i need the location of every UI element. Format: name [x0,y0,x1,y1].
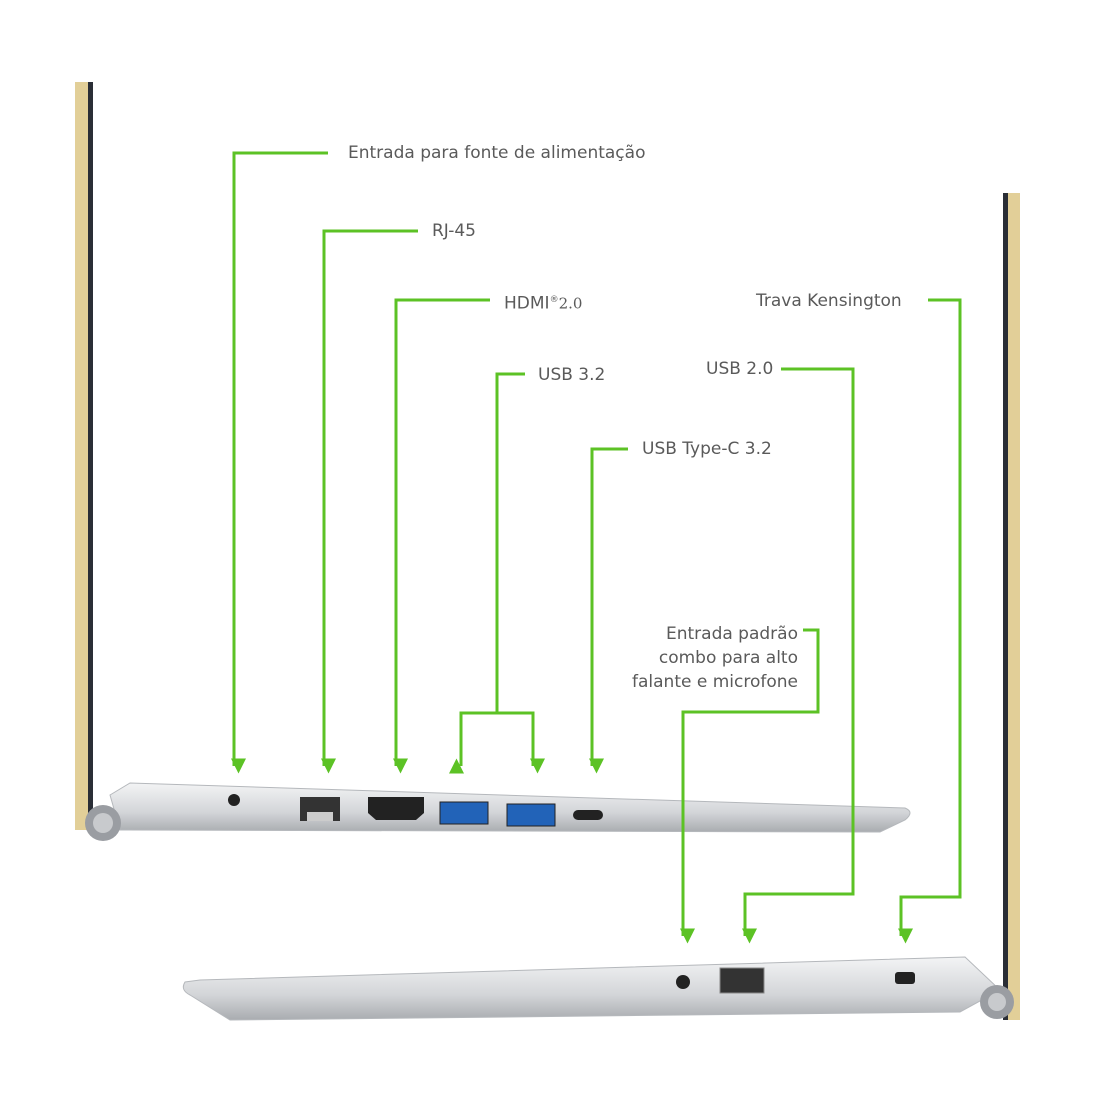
hdmi-version: 2.0 [558,294,583,313]
usb32-port-icon-1 [439,801,489,825]
label-usb32: USB 3.2 [538,365,606,385]
label-kensington: Trava Kensington [756,291,902,311]
laptop-left-side [85,782,911,841]
hdmi-registered-mark: ® [549,295,559,305]
label-usb20: USB 2.0 [706,359,774,379]
audio-line-2: combo para alto [658,648,798,668]
label-audio-combo: Entrada padrão combo para alto falante e… [632,622,798,694]
audio-line-3: falante e microfone [632,672,798,692]
hdmi-port-icon [368,797,424,820]
kensington-slot-icon [895,972,915,984]
audio-jack-icon [676,975,690,989]
audio-line-1: Entrada padrão [665,624,798,644]
laptop-left-lid [75,82,93,830]
power-jack-icon [228,794,240,806]
usb20-port-icon [719,967,765,994]
usb32-port-icon-2 [506,803,556,827]
laptop-right-side [182,956,1014,1021]
usbc-port-icon [573,810,603,820]
label-hdmi: HDMI®2.0 [504,288,582,316]
laptop-right-lid [1003,193,1020,1020]
label-rj45: RJ-45 [432,221,476,241]
label-power-input: Entrada para fonte de alimentação [348,143,646,163]
hdmi-text: HDMI [504,293,550,314]
label-usbc: USB Type-C 3.2 [642,439,772,459]
callout-lines [231,151,962,944]
